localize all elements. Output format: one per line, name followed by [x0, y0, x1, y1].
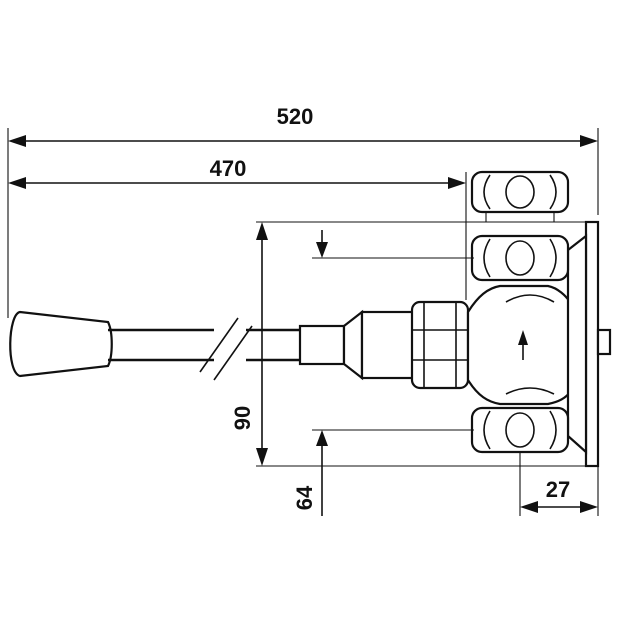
lever-handle [9, 310, 300, 381]
dimension-520-label: 520 [277, 104, 314, 129]
hex-nut [410, 300, 470, 390]
dimension-64-label: 64 [292, 485, 317, 510]
body-arc-bottom [505, 387, 555, 395]
handle-knob [9, 310, 113, 378]
dimension-90-label: 90 [230, 406, 255, 430]
break-line-1 [199, 317, 239, 373]
dimension-64: 64 [292, 230, 474, 516]
dimension-520: 520 [7, 104, 599, 318]
spindle [298, 309, 416, 381]
dimension-90: 90 [230, 221, 586, 467]
dimension-27-label: 27 [546, 477, 570, 502]
dimension-470-label: 470 [210, 156, 247, 181]
dimension-470: 470 [8, 156, 467, 300]
body-arc-top [505, 294, 555, 303]
union-nut-top [470, 170, 570, 222]
union-nut-bottom [470, 406, 570, 454]
dimension-27: 27 [519, 452, 599, 516]
valve-body [466, 284, 572, 406]
union-nut-middle [470, 234, 570, 282]
break-line-2 [213, 325, 253, 381]
flange-plate [566, 220, 612, 468]
flow-arrow-head [518, 330, 528, 345]
